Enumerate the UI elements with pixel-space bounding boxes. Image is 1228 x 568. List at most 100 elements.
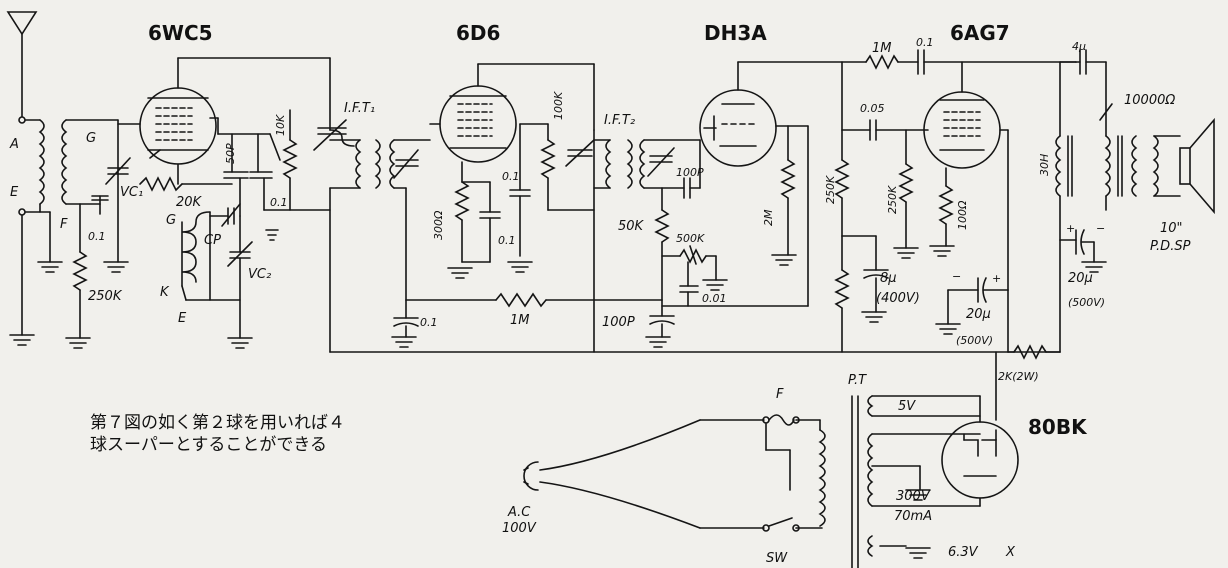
label-ift2: I.F.T₂: [604, 113, 635, 128]
ift1-transformer: [313, 119, 431, 353]
label-plus-a: +: [992, 272, 1001, 285]
osc-coil: [181, 211, 241, 301]
label-500v-a: (500V): [956, 334, 993, 347]
label-100p-b: 100P: [602, 315, 635, 330]
cp-padder: [209, 203, 241, 227]
label-cap-01b: 0.1: [270, 196, 288, 209]
label-100: 100Ω: [956, 200, 969, 230]
cap-20u-b: [1059, 229, 1107, 273]
label-ac: A.C: [507, 505, 531, 520]
label-spk-type: P.D.SP: [1150, 239, 1191, 254]
resistor-250k-c: [834, 235, 850, 353]
label-coil-g: G: [86, 131, 96, 146]
label-50k: 50K: [618, 219, 645, 234]
label-osc-g: G: [166, 213, 176, 228]
label-minus-a: −: [952, 270, 961, 283]
cap-100p-b: [649, 299, 675, 338]
caption-line-1: 第７図の如く第２球を用いれば４: [90, 413, 345, 433]
cap-01d: [509, 189, 531, 257]
label-1m-top: 1M: [872, 41, 892, 56]
tube-label-80bk: 80BK: [1028, 415, 1088, 439]
cap-01e: [393, 299, 419, 338]
label-e: E: [10, 185, 19, 200]
tube-label-6d6: 6D6: [456, 21, 500, 45]
label-70ma: 70mA: [894, 509, 932, 524]
label-2m: 2M: [762, 209, 775, 226]
resistor-10k: [263, 109, 331, 211]
bypass-cap-1: [79, 195, 109, 215]
cap-50p: [223, 133, 249, 217]
tube-label-6ag7: 6AG7: [950, 21, 1010, 45]
label-4u: 4μ: [1072, 40, 1086, 53]
label-cap-01d: 0.1: [502, 170, 520, 183]
label-sw: SW: [766, 551, 788, 566]
caption-line-2: 球スーパーとすることができる: [90, 435, 327, 455]
resistor-100: [938, 185, 954, 247]
label-ift1: I.F.T₁: [344, 101, 375, 116]
label-plus-b: +: [1066, 222, 1075, 235]
label-50p: 50P: [224, 143, 237, 164]
label-10k: 10K: [274, 114, 287, 136]
output-transformer: [1099, 61, 1181, 211]
label-20k: 20K: [176, 195, 203, 210]
label-2k: 2K(2W): [998, 370, 1039, 383]
label-100p-a: 100P: [676, 166, 704, 179]
label-500k: 500K: [676, 232, 705, 245]
label-300: 300Ω: [432, 210, 445, 240]
resistor-250k-b: [834, 129, 850, 237]
label-30h: 30H: [1038, 154, 1051, 176]
label-500v-b: (500V): [1068, 296, 1105, 309]
label-coil-f: F: [60, 217, 68, 232]
cap-001: [679, 261, 699, 307]
label-5v: 5V: [898, 399, 916, 414]
label-cap-01c: 0.1: [498, 234, 516, 247]
tube-label-6wc5: 6WC5: [148, 21, 213, 45]
choke-30h: [1055, 135, 1073, 241]
label-vc2: VC₂: [248, 267, 271, 282]
label-8u: 8μ: [880, 271, 897, 286]
cap-20u-a: [947, 277, 1009, 325]
label-400v: (400V): [876, 291, 920, 306]
label-300v: 300V: [896, 489, 931, 504]
cap-4u: [1075, 49, 1107, 75]
terminal-e: [18, 208, 26, 216]
label-20u-b: 20μ: [1068, 271, 1093, 286]
label-250k-c: 250K: [886, 185, 899, 214]
vc1-tuning-capacitor: [105, 119, 131, 263]
label-001: 0.01: [702, 292, 727, 305]
label-minus-b: −: [1096, 222, 1105, 235]
label-osc-e: E: [178, 311, 187, 326]
label-250k-a: 250K: [88, 289, 123, 304]
label-vc1: VC₁: [120, 185, 143, 200]
resistor-250k-grid: [898, 163, 914, 249]
cap-01c: [461, 181, 501, 263]
resistor-20k: [139, 176, 233, 192]
label-cap-01e: 0.1: [420, 316, 438, 329]
label-63v: 6.3V: [948, 545, 979, 560]
resistor-1m-top: [865, 54, 899, 70]
label-spk-size: 10": [1160, 221, 1183, 236]
label-100k: 100K: [552, 91, 565, 120]
label-a: A: [9, 137, 19, 152]
cap-100p-a: [661, 139, 701, 199]
label-1m-bus: 1M: [510, 313, 530, 328]
caption-text: 第７図の如く第２球を用いれば４ 球スーパーとすることができる: [90, 412, 345, 456]
ift2-transformer: [565, 129, 701, 353]
antenna-coil: [21, 119, 119, 336]
label-cp: CP: [204, 233, 221, 248]
resistor-500k: [661, 245, 717, 281]
resistor-2k: [1007, 344, 1061, 360]
resistor-1m-bus: [495, 292, 547, 308]
power-plug-icon: [523, 419, 701, 529]
cap-01b: [249, 133, 273, 211]
resistor-250k-a: [72, 203, 88, 339]
terminal-a: [18, 116, 26, 124]
label-osc-k: K: [160, 285, 170, 300]
label-005: 0.05: [860, 102, 885, 115]
vc2-capacitor: [227, 215, 253, 339]
label-250k-b: 250K: [824, 175, 837, 204]
label-10000: 10000Ω: [1124, 93, 1175, 108]
label-cap-01a: 0.1: [88, 230, 106, 243]
